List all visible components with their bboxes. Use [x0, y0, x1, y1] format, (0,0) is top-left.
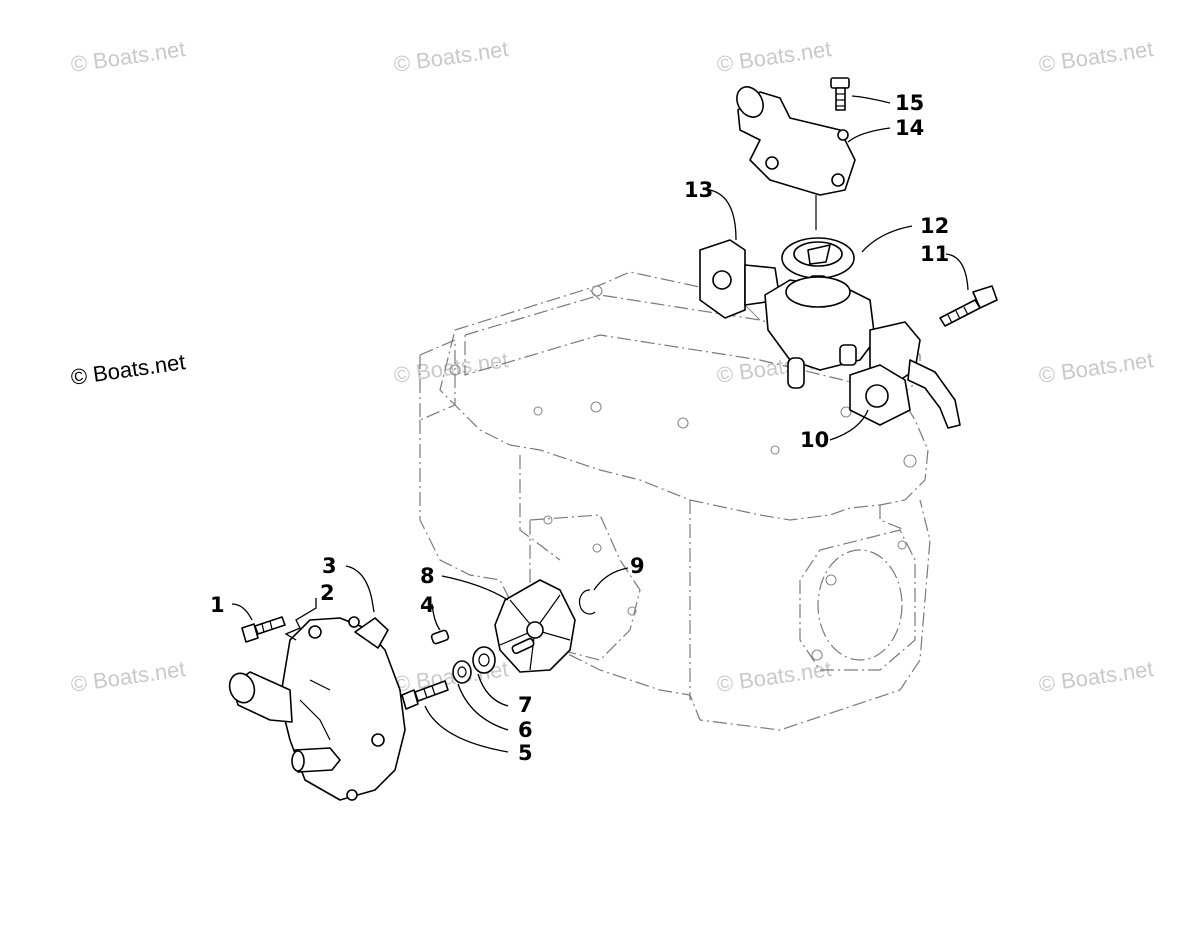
watermark: © Boats.net [1037, 656, 1155, 697]
bolt-5 [401, 680, 449, 710]
bolt-15 [830, 77, 850, 111]
callout-10: 10 [800, 428, 829, 452]
watermark: © Boats.net [392, 36, 510, 77]
leader-lines [231, 95, 969, 753]
callout-2: 2 [320, 581, 335, 605]
callout-12: 12 [920, 214, 949, 238]
thermostat-cover-14 [736, 86, 856, 196]
callout-15: 15 [895, 91, 924, 115]
watermark: © Boats.net [69, 656, 187, 697]
dowel-pin-4 [430, 629, 450, 645]
watermark: © Boats.net [715, 656, 833, 697]
water-pump-cover-assembly [228, 579, 596, 801]
callout-13: 13 [684, 178, 713, 202]
callout-4: 4 [420, 593, 435, 617]
callout-3: 3 [322, 554, 337, 578]
thermostat-housing-assembly [699, 77, 998, 429]
bolt-1 [241, 616, 286, 643]
bolt-11 [939, 285, 998, 327]
callout-labels: 1 2 3 4 5 6 7 8 9 10 11 12 13 14 15 [210, 91, 949, 765]
pump-housing-13 [699, 239, 961, 429]
callout-11: 11 [920, 242, 949, 266]
watermark: © Boats.net [1037, 36, 1155, 77]
callout-8: 8 [420, 564, 435, 588]
watermark: © Boats.net [1037, 347, 1155, 388]
watermark-main: © Boats.net [69, 349, 187, 390]
callout-5: 5 [518, 741, 533, 765]
seal-7 [472, 646, 496, 674]
clip-9 [578, 589, 596, 615]
callout-7: 7 [518, 693, 533, 717]
watermark-layer: © Boats.net © Boats.net © Boats.net © Bo… [69, 36, 1155, 697]
gasket-10 [849, 364, 911, 426]
watermark: © Boats.net [69, 36, 187, 77]
callout-1: 1 [210, 593, 225, 617]
engine-block-outline [419, 271, 931, 731]
callout-14: 14 [895, 116, 924, 140]
pump-cover-2-3 [228, 616, 406, 801]
callout-6: 6 [518, 718, 533, 742]
watermark: © Boats.net [715, 36, 833, 77]
impeller-8 [494, 579, 576, 673]
washer-6 [452, 660, 472, 684]
callout-9: 9 [630, 554, 645, 578]
